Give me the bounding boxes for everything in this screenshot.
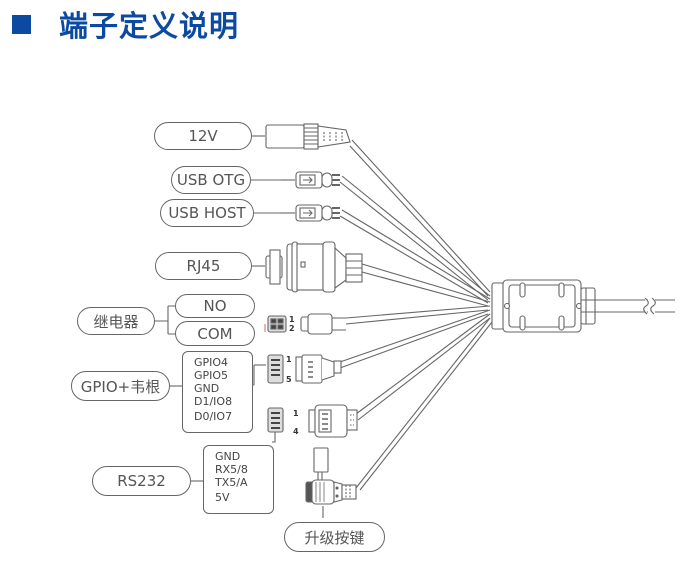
rs232-leader [272, 438, 276, 443]
gpio-pin-1: 1 [286, 355, 292, 364]
cable-relay [345, 305, 491, 325]
rs232-pin-4: 4 [293, 427, 299, 436]
dc-connector [252, 123, 351, 150]
rs232-pin-list: GND RX5/8 TX5/A 5V [203, 445, 274, 514]
relay-pin-1: 1 [289, 315, 295, 324]
relay-bracket [155, 305, 178, 335]
label-usb-otg: USB OTG [171, 166, 251, 194]
label-rs232: RS232 [92, 466, 191, 496]
rs232-pin: GND [215, 450, 241, 463]
gpio-pin: GPIO4 [194, 356, 229, 369]
title-text: 端子定义说明 [59, 9, 240, 43]
rs232-pin: TX5/A [215, 476, 248, 489]
upgrade-button-connector [305, 447, 357, 518]
rs232-connector [267, 404, 358, 438]
gpio-pin: D1/IO8 [194, 395, 233, 408]
gpio-pin: GND [194, 382, 220, 395]
gpio-pin-list: GPIO4 GPIO5 GND D1/IO8 D0/IO7 [182, 351, 253, 433]
rj45-connector [252, 241, 363, 293]
gpio-connector [254, 354, 342, 384]
cable-upgrade [355, 317, 493, 491]
cable-rs232 [355, 313, 491, 421]
section-title: 端子定义说明 [8, 4, 239, 44]
label-12v: 12V [154, 122, 252, 150]
cable-hub [491, 279, 675, 333]
rs232-pin: RX5/8 [215, 463, 248, 476]
relay-connector [267, 313, 346, 335]
gpio-pin: D0/IO7 [194, 410, 233, 423]
cable-usb-otg [339, 175, 491, 301]
relay-pin-2: 2 [289, 324, 295, 333]
cable-12v [349, 139, 491, 297]
rs232-pin-1: 1 [293, 409, 299, 418]
label-gpio-wiegand: GPIO+韦根 [71, 371, 170, 401]
label-usb-host: USB HOST [160, 199, 254, 227]
cable-gpio [339, 309, 491, 369]
gpio-pin: GPIO5 [194, 369, 229, 382]
gpio-pin-5: 5 [286, 375, 292, 384]
usb-otg-connector [281, 171, 340, 189]
label-relay-no: NO [175, 294, 255, 318]
cable-usb-host [339, 209, 491, 304]
label-relay: 继电器 [77, 307, 155, 335]
blue-square-icon [12, 14, 31, 34]
rs232-pin: 5V [215, 491, 230, 504]
usb-host-connector [281, 204, 340, 222]
label-upgrade-button: 升级按键 [284, 522, 385, 552]
cable-rj45 [361, 263, 491, 307]
label-rj45: RJ45 [155, 252, 252, 280]
label-relay-com: COM [175, 321, 255, 346]
